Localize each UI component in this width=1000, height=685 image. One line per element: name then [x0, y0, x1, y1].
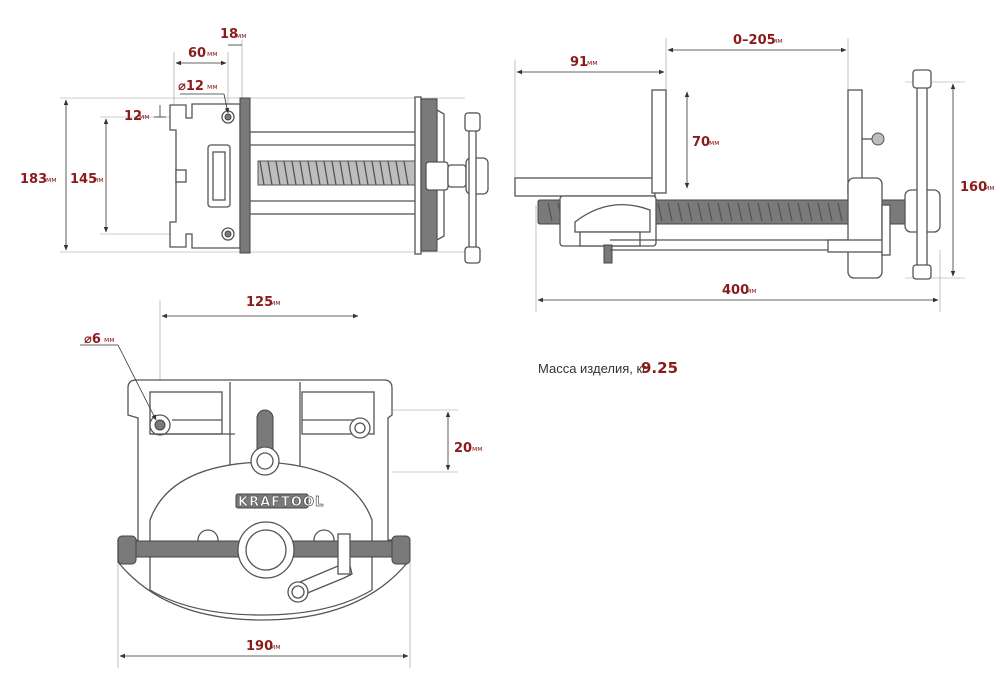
- dim-20: 20: [454, 441, 472, 456]
- unit-20: мм: [472, 445, 483, 453]
- dim-diam-6: ⌀6: [84, 332, 101, 347]
- side-view: 91 мм 0–205 мм 70 мм 160 мм 400 мм: [514, 33, 995, 312]
- unit-183: мм: [46, 176, 57, 184]
- screw-handle: [425, 112, 489, 264]
- unit-160: мм: [984, 184, 995, 192]
- side-handle: [904, 69, 941, 280]
- dim-60: 60: [188, 46, 206, 61]
- dim-diam-12: ⌀12: [178, 79, 204, 94]
- mass-label: Масса изделия, кг: [538, 361, 647, 376]
- unit-400: мм: [746, 287, 757, 295]
- dim-400: 400: [722, 283, 749, 298]
- rear-jaw-face: [239, 97, 251, 254]
- unit-18: мм: [236, 32, 247, 40]
- mass-value: 9.25: [641, 359, 678, 377]
- unit-145: мм: [93, 176, 104, 184]
- rear-jaw-side: [651, 89, 667, 194]
- dim-91: 91: [570, 55, 588, 70]
- unit-diam-12: мм: [207, 83, 218, 91]
- mass-note: Масса изделия, кг 9.25: [538, 359, 678, 377]
- unit-0-205: мм: [772, 37, 783, 45]
- dim-18: 18: [220, 27, 238, 42]
- brand-logo: KRAFTOOL: [238, 495, 324, 510]
- unit-diam-6: мм: [104, 336, 115, 344]
- front-view: KRAFTOOL 125 мм ⌀6 мм 20 мм 190 мм: [80, 295, 483, 668]
- unit-70: мм: [709, 139, 720, 147]
- dim-160: 160: [960, 180, 987, 195]
- front-jaw-plate: [414, 96, 422, 255]
- dim-190: 190: [246, 639, 273, 654]
- guide-rails: [249, 131, 423, 215]
- logo-plate: [235, 493, 309, 509]
- top-view: 183 мм 145 мм 12 мм 60 мм 18 мм ⌀12 мм: [20, 27, 489, 264]
- rear-jaw-base: [169, 103, 241, 249]
- dim-0-205: 0–205: [733, 33, 776, 48]
- dim-183: 183: [20, 172, 47, 187]
- unit-190: мм: [270, 643, 281, 651]
- unit-91: мм: [587, 59, 598, 67]
- bench-plate: [514, 177, 656, 197]
- dim-125: 125: [246, 295, 273, 310]
- dim-145: 145: [70, 172, 97, 187]
- unit-60: мм: [207, 50, 218, 58]
- dim-12: 12: [124, 109, 142, 124]
- dim-70: 70: [692, 135, 710, 150]
- front-jaw-body: [847, 177, 883, 279]
- unit-12: мм: [139, 113, 150, 121]
- unit-125: мм: [270, 299, 281, 307]
